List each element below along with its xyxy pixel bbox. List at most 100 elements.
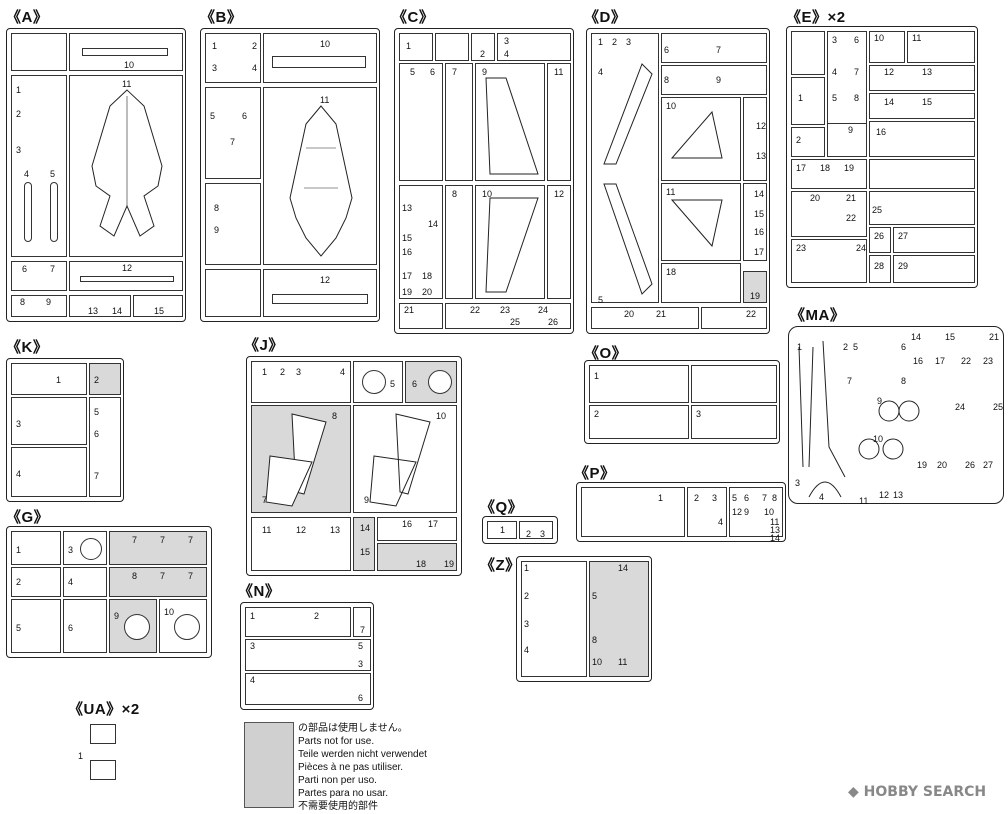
part-number: 3 — [832, 35, 838, 45]
part-number: 15 — [754, 209, 765, 219]
part-number: 9 — [848, 125, 854, 135]
sprue-e-cell-29: 29 — [893, 255, 975, 283]
part-number: 6 — [358, 693, 364, 703]
part-ua1-bottom — [90, 760, 116, 780]
sprue-b-cell-12: 12 — [263, 269, 377, 317]
logo-text: HOBBY SEARCH — [863, 784, 987, 800]
sprue-a-cell-11: 11 — [69, 75, 183, 257]
part-number: 15 — [922, 97, 933, 107]
part-number: 10 — [873, 434, 884, 444]
part-number: 10 — [124, 60, 135, 70]
sprue-d-cell-11: 11 — [661, 183, 741, 261]
part-a10 — [82, 48, 168, 56]
sprue-d-cell-10: 10 — [661, 97, 741, 181]
sprue-j-cell-11-13: 11 12 13 — [251, 517, 351, 571]
part-number: 2 — [843, 342, 849, 352]
part-number: 4 — [250, 675, 256, 685]
sprue-c-cell-blank — [435, 33, 469, 61]
sprue-d-label: 《D》 — [584, 9, 627, 26]
part-number: 1 — [524, 563, 530, 573]
sprue-o-cell-3: 3 — [691, 405, 777, 439]
sprue-c-cell-9: 9 — [475, 63, 545, 181]
part-number: 3 — [504, 36, 510, 46]
sprue-g-cell-2: 2 — [11, 567, 61, 597]
part-number: 8 — [854, 93, 860, 103]
sprue-b-cell-8-9: 8 9 — [205, 183, 261, 265]
sprue-e-frame: 3 6 4 7 5 8 10 11 1 12 13 14 15 2 9 16 1… — [786, 26, 978, 288]
part-number: 12 — [879, 490, 890, 500]
part-number: 3 — [68, 545, 74, 555]
part-number: 7 — [94, 471, 100, 481]
part-number: 5 — [853, 342, 859, 352]
part-number: 8 — [592, 635, 598, 645]
part-number: 11 — [618, 657, 628, 667]
sprue-p-cell-2-4: 2 3 4 — [687, 487, 727, 537]
part-number: 13 — [88, 306, 99, 316]
part-number: 10 — [874, 33, 885, 43]
part-number: 5 — [358, 641, 364, 651]
sprue-k-cell-3: 3 — [11, 397, 87, 445]
part-number: 28 — [874, 261, 885, 271]
part-number: 5 — [598, 295, 604, 305]
part-number: 5 — [16, 623, 22, 633]
part-number: 2 — [16, 577, 22, 587]
part-c10-wing-drawing — [485, 197, 539, 293]
sprue-k-cell-1: 1 — [11, 363, 87, 395]
part-j5 — [362, 370, 386, 394]
part-number: 4 — [832, 67, 838, 77]
part-number: 15 — [360, 547, 371, 557]
part-number: 3 — [712, 493, 718, 503]
sprue-e-cell-23-24: 23 24 — [791, 239, 867, 283]
part-number: 23 — [796, 243, 807, 253]
sprue-a-cell-6-7: 6 7 — [11, 261, 67, 291]
sprue-g-cell-1: 1 — [11, 531, 61, 565]
part-number: 23 — [983, 356, 994, 366]
part-number: 16 — [754, 227, 765, 237]
part-number: 19 — [402, 287, 413, 297]
part-number: 20 — [937, 460, 948, 470]
part-number: 3 — [212, 63, 218, 73]
part-number: 4 — [504, 49, 510, 59]
part-number: 17 — [428, 519, 439, 529]
sprue-b-cell-11: 11 — [263, 87, 377, 265]
part-j6 — [428, 370, 452, 394]
part-number: 20 — [422, 287, 433, 297]
sprue-b-label: 《B》 — [200, 9, 243, 26]
sprue-o-cell-blank — [691, 365, 777, 403]
part-number: 8 — [214, 203, 220, 213]
sprue-a-cell-13-14: 13 14 — [69, 295, 131, 317]
part-number: 26 — [548, 317, 559, 327]
part-number: 26 — [874, 231, 885, 241]
sprue-g-cell-9-unused: 9 — [109, 599, 157, 653]
sprue-a-cell-left: 1 2 3 4 5 — [11, 75, 67, 257]
legend-line-es: Partes para no usar. — [298, 788, 389, 799]
sprue-j-cell-1-4: 1 2 3 4 — [251, 361, 351, 403]
part-number: 14 — [884, 97, 895, 107]
part-number: 6 — [412, 379, 418, 389]
part-ua1-top — [90, 724, 116, 744]
logo-icon: ◆ — [848, 784, 859, 800]
sprue-c-cell-12: 12 — [547, 185, 571, 299]
part-number: 7 — [160, 571, 166, 581]
part-number: 1 — [262, 367, 268, 377]
part-c9-wing-drawing — [485, 77, 539, 175]
sprue-q-cell-1: 1 — [487, 521, 517, 539]
sprue-c-cell-10: 10 — [475, 185, 545, 299]
sprue-j-cell-7-8-unused: 8 7 — [251, 405, 351, 513]
part-number: 2 — [694, 493, 700, 503]
sprue-c-cell-2: 2 — [471, 33, 495, 61]
part-number: 14 — [618, 563, 629, 573]
part-a4 — [24, 182, 32, 242]
part-number: 3 — [16, 419, 22, 429]
sprue-c-cell-21: 21 — [399, 303, 443, 329]
sprue-d-frame: 1 2 3 4 5 6 7 8 9 10 12 13 11 14 15 16 1… — [586, 28, 770, 334]
sprue-e-cell-28: 28 — [869, 255, 891, 283]
part-number: 16 — [876, 127, 887, 137]
part-number: 7 — [188, 571, 194, 581]
sprue-o-cell-1: 1 — [589, 365, 689, 403]
part-number: 3 — [358, 659, 364, 669]
part-number: 9 — [364, 495, 370, 505]
part-number: 25 — [872, 205, 883, 215]
part-number: 22 — [746, 309, 757, 319]
sprue-n-frame: 1 2 7 3 5 3 4 6 — [240, 602, 374, 710]
